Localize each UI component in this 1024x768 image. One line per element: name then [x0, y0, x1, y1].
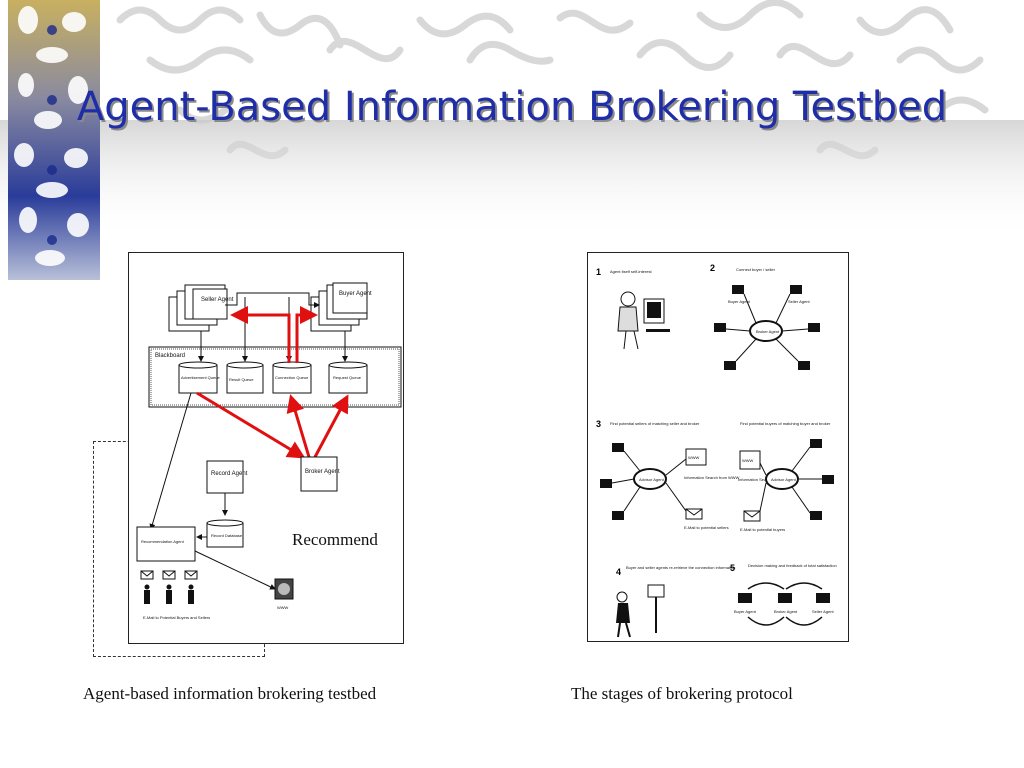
- recommend-annotation: Recommend: [292, 530, 378, 549]
- protocol-stages-svg: 1 Agent itself self-interest 2 Connect b…: [596, 263, 837, 638]
- recommendation-agent-label: Recommendation Agent: [141, 539, 185, 544]
- stage-3b-advisor-label: Advisor Agent: [771, 477, 797, 482]
- stage-2-number: 2: [710, 263, 715, 273]
- connection-queue-label: Connection Queue: [275, 375, 309, 380]
- caption-left: Agent-based information brokering testbe…: [83, 684, 377, 703]
- result-queue-label: Result Queue: [229, 377, 254, 382]
- request-queue: Request Queue: [328, 361, 368, 394]
- stage-2-text: Connect buyer / seller: [736, 267, 776, 272]
- stage-4-text: Buyer and seller agents re-retrieve the …: [626, 565, 735, 570]
- stage-3b-panel: Find potential buyers of matching buyer …: [738, 421, 834, 532]
- www-label: WWW: [277, 605, 289, 610]
- advertisement-queue-label: Advertisement Queue: [181, 375, 220, 380]
- stage-5-number: 5: [730, 563, 735, 573]
- advertisement-queue: Advertisement Queue: [178, 361, 220, 394]
- connection-queue: Connection Queue: [272, 361, 312, 394]
- stage-3b-email-label: E-Mail to potential buyers: [740, 527, 785, 532]
- www-icon: WWW: [274, 578, 294, 610]
- stage-3-www-label: WWW: [688, 455, 700, 460]
- stage-2-seller-label: Seller Agent: [788, 299, 810, 304]
- stage-5-broker-label: Broker Agent: [774, 609, 798, 614]
- stage-4-panel: 4 Buyer and seller agents re-retrieve th…: [616, 565, 735, 638]
- stage-1-panel: 1 Agent itself self-interest: [596, 267, 670, 350]
- email-recipients: E-Mail to Potential Buyers and Sellers: [140, 570, 210, 620]
- seller-agent-label: Seller Agent: [201, 297, 234, 303]
- testbed-diagram-svg: Seller Agent Buyer Agent Blackboard Adve…: [136, 282, 402, 620]
- stage-5-seller-label: Seller Agent: [812, 609, 834, 614]
- result-queue: Result Queue: [226, 361, 264, 394]
- stage-1-number: 1: [596, 267, 601, 277]
- stage-5-panel: 5 Decision making and feedback of total …: [730, 563, 837, 626]
- stage-3-number: 3: [596, 419, 601, 429]
- side-ornament: [8, 0, 100, 280]
- email-label: E-Mail to Potential Buyers and Sellers: [143, 615, 210, 620]
- record-database-label: Record Database: [211, 533, 243, 538]
- background-pattern: [0, 0, 1024, 240]
- buyer-agent-node: Buyer Agent: [310, 282, 372, 332]
- seller-agent-node: Seller Agent: [168, 284, 234, 332]
- protocol-stages-diagram: 1 Agent itself self-interest 2 Connect b…: [587, 252, 849, 642]
- stage-3-info-search: Information Search from WWW: [684, 475, 740, 480]
- stage-3b-text: Find potential buyers of matching buyer …: [740, 421, 831, 426]
- stage-2-buyer-label: Buyer Agent: [728, 299, 751, 304]
- recommendation-agent-node: Recommendation Agent: [136, 526, 196, 562]
- stage-3-panel: 3 Find potential sellers of matching sel…: [596, 419, 740, 530]
- stage-1-text: Agent itself self-interest: [610, 269, 652, 274]
- broker-agent-node: Broker Agent: [300, 456, 340, 492]
- record-agent-node: Record Agent: [206, 460, 248, 494]
- stage-2-panel: 2 Connect buyer / seller Broker Agent B: [710, 263, 820, 370]
- testbed-diagram: Seller Agent Buyer Agent Blackboard Adve…: [128, 252, 404, 644]
- stage-3b-www-label: WWW: [742, 458, 754, 463]
- broker-agent-label: Broker Agent: [305, 469, 340, 475]
- request-queue-label: Request Queue: [333, 375, 362, 380]
- blackboard-label: Blackboard: [155, 353, 185, 359]
- stage-4-number: 4: [616, 567, 621, 577]
- buyer-agent-label: Buyer Agent: [339, 291, 372, 297]
- stage-3-advisor-label: Advisor Agent: [639, 477, 665, 482]
- record-database-node: Record Database: [206, 519, 244, 548]
- stage-2-broker-label: Broker Agent: [756, 329, 780, 334]
- stage-5-buyer-label: Buyer Agent: [734, 609, 757, 614]
- caption-right: The stages of brokering protocol: [571, 684, 793, 703]
- stage-5-text: Decision making and feedback of total sa…: [748, 563, 837, 568]
- slide-title: Agent-Based Information Brokering Testbe…: [76, 84, 948, 130]
- stage-3-text: Find potential sellers of matching selle…: [610, 421, 700, 426]
- record-agent-label: Record Agent: [211, 471, 248, 477]
- stage-3-email-label: E-Mail to potential sellers: [684, 525, 729, 530]
